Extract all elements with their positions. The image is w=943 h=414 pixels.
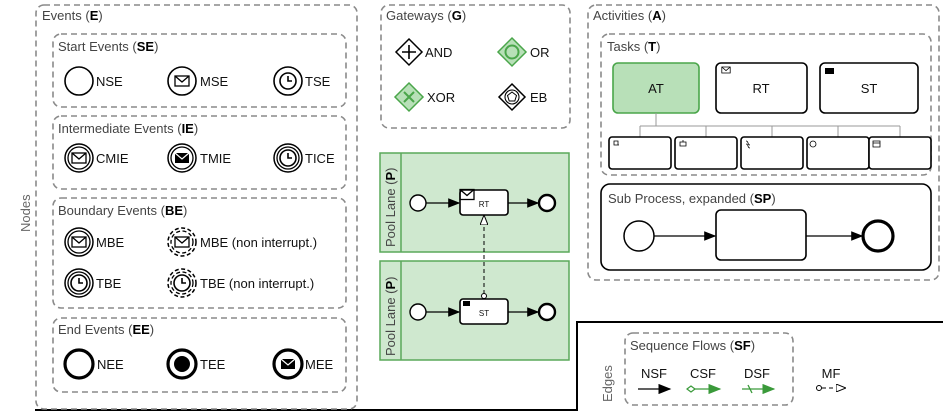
eb-label: EB: [530, 90, 547, 105]
timer-boundary-non-interrupting-icon: [167, 268, 197, 298]
edges-vertical-label: Edges: [600, 365, 615, 402]
csf-label: CSF: [690, 366, 716, 381]
activities-title: Activities (A): [593, 8, 666, 23]
mbe-non-interrupt-label: MBE (non interrupt.): [200, 235, 317, 250]
script-task-icon: [745, 140, 751, 149]
subprocess-title: Sub Process, expanded (SP): [608, 191, 776, 206]
tasks-group: [600, 33, 932, 176]
pool-bottom-end-event-icon: [537, 302, 557, 322]
tice-label: TICE: [305, 151, 335, 166]
pool-bottom-task-label: ST: [479, 309, 489, 318]
mbe-label: MBE: [96, 235, 125, 250]
boundary-events-group: [52, 197, 347, 309]
catch-message-intermediate-event-icon: [64, 143, 94, 173]
business-rule-task: [868, 136, 932, 170]
mse-label: MSE: [200, 74, 229, 89]
boundary-events-title: Boundary Events (BE): [58, 203, 187, 218]
throw-message-intermediate-event-icon: [167, 143, 197, 173]
pool-top-end-event-icon: [537, 193, 557, 213]
pool-top-start-event-icon: [409, 194, 427, 212]
tbe-non-interrupt-label: TBE (non interrupt.): [200, 276, 314, 291]
st-label: ST: [861, 81, 878, 96]
nsf-label: NSF: [641, 366, 667, 381]
or-label: OR: [530, 45, 550, 60]
rt-label: RT: [752, 81, 769, 96]
events-title: Events (E): [42, 8, 103, 23]
gateways-title: Gateways (G): [386, 8, 466, 23]
manual-task-icon: [679, 140, 687, 147]
timer-start-event-icon: [273, 66, 303, 96]
message-start-event-icon: [167, 66, 197, 96]
mee-label: MEE: [305, 357, 334, 372]
intermediate-events-title: Intermediate Events (IE): [58, 121, 198, 136]
nodes-vertical-label: Nodes: [18, 194, 33, 232]
default-flow-slash: [747, 384, 753, 394]
business-rule-task-icon: [872, 140, 881, 148]
tee-label: TEE: [200, 357, 226, 372]
pool-bottom-start-event-icon: [409, 303, 427, 321]
message-end-event-icon: [272, 348, 304, 380]
start-events-title: Start Events (SE): [58, 39, 158, 54]
message-flow-origin: [816, 385, 822, 391]
manual-task: [674, 136, 738, 170]
subprocess-task: [715, 209, 807, 261]
script-task: [740, 136, 804, 170]
tmie-label: TMIE: [200, 151, 231, 166]
message-boundary-event-icon: [64, 227, 94, 257]
send-task-envelope-icon: [825, 68, 834, 74]
subprocess-end-event-icon: [861, 219, 895, 253]
at-label: AT: [648, 81, 664, 96]
event-based-gateway-icon: [497, 82, 527, 112]
sequence-flows-title: Sequence Flows (SF): [630, 338, 755, 353]
gateways-group: [380, 4, 571, 129]
nse-label: NSE: [96, 74, 123, 89]
and-gateway-icon: [394, 37, 424, 67]
edges-divider-line: [35, 321, 943, 411]
terminate-end-event-icon: [166, 348, 198, 380]
tbe-label: TBE: [96, 276, 122, 291]
conditional-flow-diamond: [686, 385, 696, 393]
pool-message-flow-origin: [481, 293, 487, 299]
tasks-title: Tasks (T): [607, 39, 660, 54]
pool-bottom-task-envelope-icon: [463, 301, 470, 306]
mf-label: MF: [822, 366, 841, 381]
sequence-flows-group: [624, 332, 794, 406]
end-events-title: End Events (EE): [58, 322, 154, 337]
cmie-label: CMIE: [96, 151, 129, 166]
subprocess-start-event-icon: [623, 220, 655, 252]
tse-label: TSE: [305, 74, 331, 89]
xor-gateway-icon: [393, 81, 425, 113]
user-task-icon: [613, 140, 619, 146]
send-task: [819, 62, 919, 114]
pool-top-task-label: RT: [479, 200, 490, 209]
nee-label: NEE: [97, 357, 124, 372]
timer-boundary-event-icon: [64, 268, 94, 298]
service-task: [806, 136, 870, 170]
events-group: [35, 4, 358, 410]
receive-task: [715, 62, 808, 114]
activities-group: [587, 4, 940, 281]
timer-intermediate-catch-event-icon: [273, 143, 303, 173]
user-task: [608, 136, 672, 170]
or-gateway-icon: [496, 36, 528, 68]
pool-lane-bottom-label: Pool Lane (P): [383, 276, 398, 356]
dsf-label: DSF: [744, 366, 770, 381]
service-task-gear-icon: [809, 140, 817, 148]
pool-lane-top-label: Pool Lane (P): [383, 167, 398, 247]
xor-label: XOR: [427, 90, 455, 105]
none-start-event-icon: [64, 66, 94, 96]
message-boundary-non-interrupting-icon: [167, 227, 197, 257]
and-label: AND: [425, 45, 452, 60]
task-subtype-connectors: [639, 113, 901, 137]
none-end-event-icon: [63, 348, 95, 380]
